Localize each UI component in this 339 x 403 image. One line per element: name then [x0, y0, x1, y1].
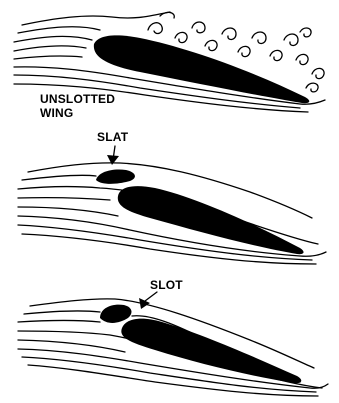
unslotted-airfoil: [94, 35, 309, 103]
slat-label: SLAT: [97, 130, 128, 144]
streamline: [22, 12, 170, 25]
turbulence-curl: [252, 32, 266, 44]
turbulence-curl: [306, 83, 318, 92]
slat-main-airfoil: [118, 186, 304, 254]
slot-leading-edge: [100, 305, 131, 323]
slat-element: [96, 169, 135, 183]
slot-label: SLOT: [150, 278, 183, 292]
unslotted-wing-label-line1: UNSLOTTED: [40, 92, 115, 106]
streamline: [14, 56, 82, 59]
turbulence-curl: [270, 50, 282, 60]
slot-arrow-head: [139, 298, 150, 309]
turbulence-curl: [148, 23, 162, 34]
streamline: [24, 311, 100, 314]
turbulence-curl: [238, 46, 250, 56]
turbulence-curl: [284, 34, 298, 46]
streamline: [18, 198, 110, 200]
turbulence-curl: [205, 40, 217, 50]
turbulence-curl: [296, 54, 308, 64]
streamline: [18, 321, 100, 323]
streamline: [14, 46, 86, 51]
slot-arrow-line: [145, 292, 157, 301]
streamline: [18, 207, 118, 216]
unslotted-wing-label-line2: WING: [40, 106, 73, 120]
turbulence-curl: [175, 32, 187, 42]
turbulence-curl: [192, 22, 205, 33]
streamline: [14, 36, 92, 42]
turbulence-curl: [300, 28, 311, 37]
turbulence-curl: [312, 68, 324, 78]
turbulence-curl: [222, 28, 236, 40]
streamline: [22, 175, 96, 180]
streamline: [18, 27, 100, 33]
